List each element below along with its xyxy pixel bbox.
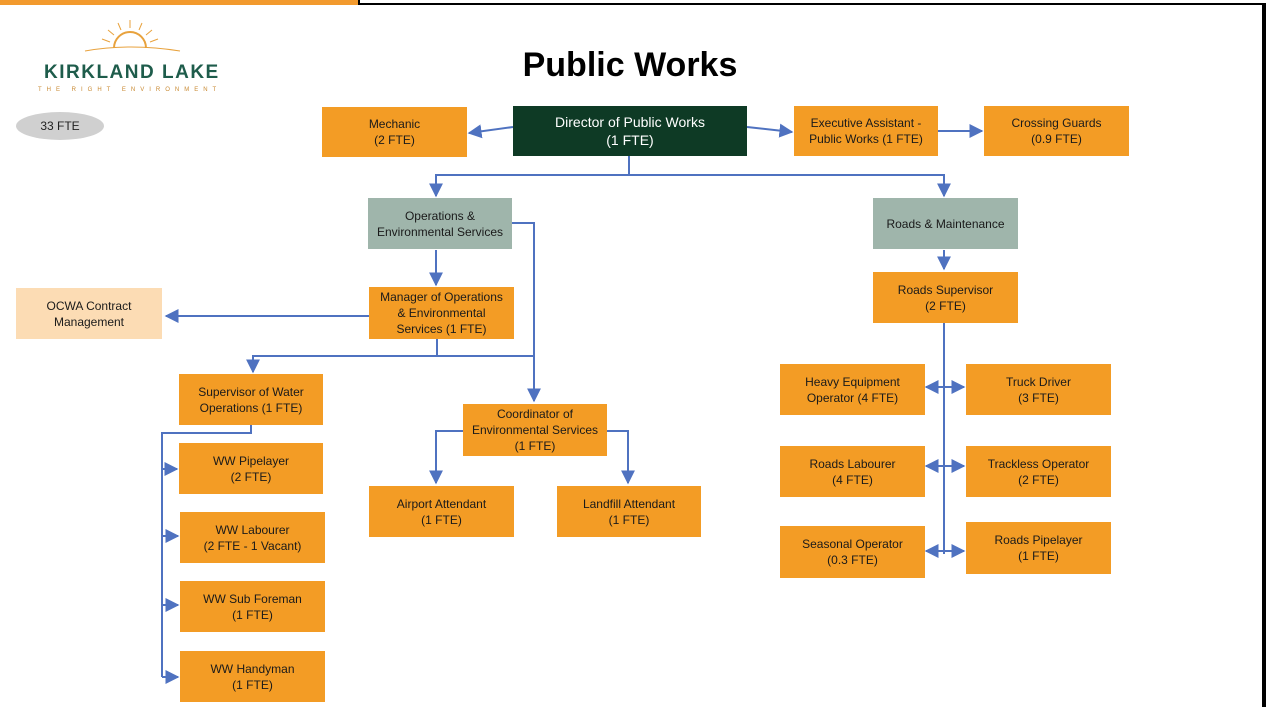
box-executive-assistant: Executive Assistant - Public Works (1 FT… (794, 106, 938, 156)
box-operations-environmental: Operations & Environmental Services (368, 198, 512, 249)
box-label: OCWA Contract (46, 298, 132, 313)
connector (746, 123, 794, 138)
box-label: & Environmental (397, 306, 486, 320)
box-landfill-attendant: Landfill Attendant (1 FTE) (557, 486, 701, 537)
box-fte: (3 FTE) (1018, 390, 1059, 405)
box-roads-supervisor: Roads Supervisor (2 FTE) (873, 272, 1018, 323)
connector (429, 430, 463, 485)
sun-icon (84, 20, 181, 52)
connector (512, 222, 541, 403)
box-label: Seasonal Operator (802, 537, 903, 551)
box-label: Environmental Services (376, 224, 504, 239)
box-ocwa: OCWA Contract Management (16, 288, 162, 339)
box-fte: (1 FTE) (421, 512, 462, 527)
box-fte: (1 FTE) (514, 439, 556, 453)
box-label: Director of Public Works (555, 114, 705, 130)
box-fte: (1 FTE) (1018, 549, 1059, 563)
box-label: Landfill Attendant (582, 496, 676, 511)
box-label: WW Pipelayer (212, 453, 289, 468)
box-label: Mechanic (368, 117, 421, 131)
box-label: Trackless Operator (987, 456, 1090, 471)
connector (467, 124, 514, 139)
slide-canvas: KIRKLAND LAKE THE RIGHT ENVIRONMENT Publ… (0, 5, 1262, 707)
org-chart-connectors (161, 123, 984, 684)
box-airport-attendant: Airport Attendant (1 FTE) (369, 486, 514, 537)
top-rule (360, 0, 1266, 3)
box-roads-labourer: Roads Labourer (4 FTE) (780, 446, 925, 497)
box-label: Airport Attendant (396, 496, 487, 511)
total-fte-badge: 33 FTE (16, 112, 104, 140)
logo-wordmark: KIRKLAND LAKE (44, 62, 220, 83)
box-label: Environmental Services (471, 423, 599, 437)
box-fte: (1 FTE) (606, 132, 654, 148)
box-label: Management (53, 314, 125, 329)
box-fte: (2 FTE) (230, 469, 272, 484)
box-label: Operator (4 FTE) (806, 390, 899, 405)
connector (629, 174, 951, 198)
box-ww-sub-foreman: WW Sub Foreman (1 FTE) (180, 581, 325, 632)
box-label: WW Sub Foreman (203, 591, 302, 606)
box-fte: (2 FTE) (1018, 472, 1059, 487)
box-coordinator-environmental: Coordinator of Environmental Services (1… (463, 404, 607, 456)
box-fte: (1 FTE) (232, 607, 273, 622)
box-label: Heavy Equipment (805, 374, 900, 389)
box-fte: (1 FTE) (232, 677, 273, 692)
connector (607, 430, 635, 485)
box-ww-pipelayer: WW Pipelayer (2 FTE) (179, 443, 323, 494)
box-supervisor-water: Supervisor of Water Operations (1 FTE) (179, 374, 323, 425)
box-label: Operations & (404, 208, 476, 223)
box-roads-maintenance: Roads & Maintenance (873, 198, 1018, 249)
box-label: Roads Labourer (809, 456, 896, 471)
box-fte: (2 FTE) (925, 298, 966, 313)
connector (429, 156, 630, 198)
box-manager-operations: Manager of Operations & Environmental Se… (369, 287, 514, 339)
box-label: Roads & Maintenance (886, 216, 1005, 231)
box-fte: (0.9 FTE) (1031, 132, 1082, 146)
box-ww-labourer: WW Labourer (2 FTE - 1 Vacant) (180, 512, 325, 563)
box-label: Supervisor of Water (198, 384, 304, 399)
kirkland-lake-logo: KIRKLAND LAKE THE RIGHT ENVIRONMENT (30, 15, 240, 100)
box-label: Roads Supervisor (897, 282, 994, 297)
box-fte: (2 FTE - 1 Vacant) (203, 538, 302, 553)
box-label: Truck Driver (1006, 374, 1071, 389)
box-label: Manager of Operations (380, 290, 503, 304)
page-title: Public Works (522, 46, 738, 84)
box-roads-pipelayer: Roads Pipelayer (1 FTE) (966, 522, 1111, 574)
box-label: Coordinator of (496, 407, 574, 421)
connector (161, 425, 252, 677)
box-truck-driver: Truck Driver (3 FTE) (966, 364, 1111, 415)
connector (246, 339, 438, 374)
box-director: Director of Public Works (1 FTE) (513, 106, 747, 156)
box-fte: Public Works (1 FTE) (809, 132, 923, 146)
box-label: Operations (1 FTE) (199, 400, 303, 415)
box-mechanic: Mechanic (2 FTE) (322, 107, 467, 157)
top-accent-bar (0, 0, 358, 5)
box-fte: (1 FTE) (608, 512, 650, 527)
box-ww-handyman: WW Handyman (1 FTE) (180, 651, 325, 702)
box-seasonal-operator: Seasonal Operator (0.3 FTE) (780, 526, 925, 578)
box-fte: Services (1 FTE) (396, 322, 487, 336)
box-label: Crossing Guards (1011, 116, 1102, 130)
box-fte: (0.3 FTE) (827, 553, 878, 567)
box-label: WW Labourer (215, 522, 290, 537)
box-fte: (2 FTE) (374, 133, 415, 147)
box-label: Executive Assistant - (810, 116, 922, 130)
box-label: Roads Pipelayer (994, 533, 1083, 547)
box-trackless-operator: Trackless Operator (2 FTE) (966, 446, 1111, 497)
box-crossing-guards: Crossing Guards (0.9 FTE) (984, 106, 1129, 156)
box-fte: (4 FTE) (832, 472, 873, 487)
logo-tagline: THE RIGHT ENVIRONMENT (38, 87, 222, 93)
box-label: WW Handyman (210, 661, 295, 676)
box-heavy-equipment-operator: Heavy Equipment Operator (4 FTE) (780, 364, 925, 415)
